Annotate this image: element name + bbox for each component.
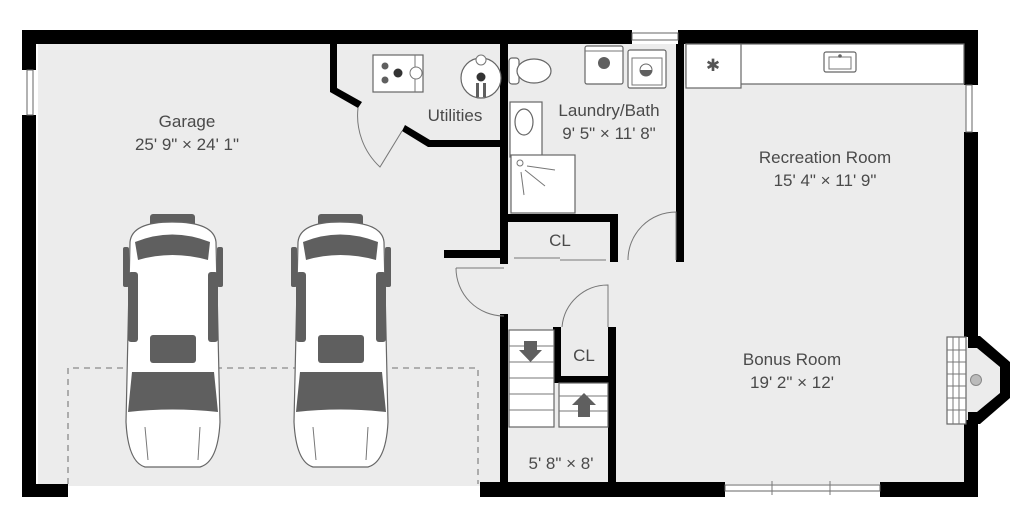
garage-door bbox=[455, 267, 505, 317]
kitchen-sink-icon bbox=[823, 51, 857, 73]
interior-walls bbox=[330, 44, 684, 486]
doors bbox=[357, 107, 677, 328]
laundry-window bbox=[631, 32, 679, 41]
closet-label: CL bbox=[573, 346, 595, 365]
garage-window bbox=[26, 69, 34, 116]
garage-name: Garage bbox=[159, 112, 216, 131]
car-icon bbox=[291, 214, 391, 468]
car-icon bbox=[123, 214, 223, 468]
water-heater-icon bbox=[460, 54, 502, 99]
closet-door bbox=[561, 284, 609, 328]
windows bbox=[26, 32, 973, 495]
recreation-room-dimensions: 15' 4" × 11' 9" bbox=[774, 171, 877, 190]
laundry-door bbox=[627, 211, 677, 261]
shower-icon bbox=[510, 154, 576, 214]
garage-dimensions: 25' 9" × 24' 1" bbox=[135, 135, 239, 154]
utilities-door bbox=[357, 107, 403, 168]
toilet-icon bbox=[508, 57, 552, 85]
parking-outline bbox=[67, 367, 479, 484]
stair-dimensions: 5' 8" × 8' bbox=[529, 454, 594, 473]
stair-up-icon bbox=[572, 393, 596, 417]
laundry-bath-name: Laundry/Bath bbox=[558, 101, 659, 120]
floor-areas bbox=[38, 44, 1005, 486]
room-labels: Garage 25' 9" × 24' 1" Utilities Laundry… bbox=[135, 101, 891, 473]
recreation-room-name: Recreation Room bbox=[759, 148, 891, 167]
recreation-floor bbox=[680, 44, 966, 484]
stair-down bbox=[508, 329, 555, 428]
svg-text:✱: ✱ bbox=[706, 56, 720, 76]
furnace-icon bbox=[372, 54, 424, 93]
sink-icon bbox=[509, 101, 543, 158]
laundry-bath-dimensions: 9' 5" × 11' 8" bbox=[562, 124, 655, 143]
bonus-window bbox=[724, 484, 881, 492]
fireplace-icon bbox=[946, 336, 982, 425]
stair-up bbox=[558, 382, 609, 428]
bonus-room-dimensions: 19' 2" × 12' bbox=[750, 373, 834, 392]
closet-label: CL bbox=[549, 231, 571, 250]
exterior-walls bbox=[22, 30, 1010, 497]
washer-icon bbox=[584, 45, 624, 85]
dryer-icon bbox=[627, 49, 667, 89]
bonus-room-name: Bonus Room bbox=[743, 350, 841, 369]
fan-icon: ✱ bbox=[706, 56, 720, 76]
stair-down-icon bbox=[519, 341, 542, 362]
garage-floor bbox=[38, 44, 504, 486]
recreation-window bbox=[965, 84, 973, 133]
counter bbox=[685, 43, 965, 89]
utilities-name: Utilities bbox=[428, 106, 483, 125]
